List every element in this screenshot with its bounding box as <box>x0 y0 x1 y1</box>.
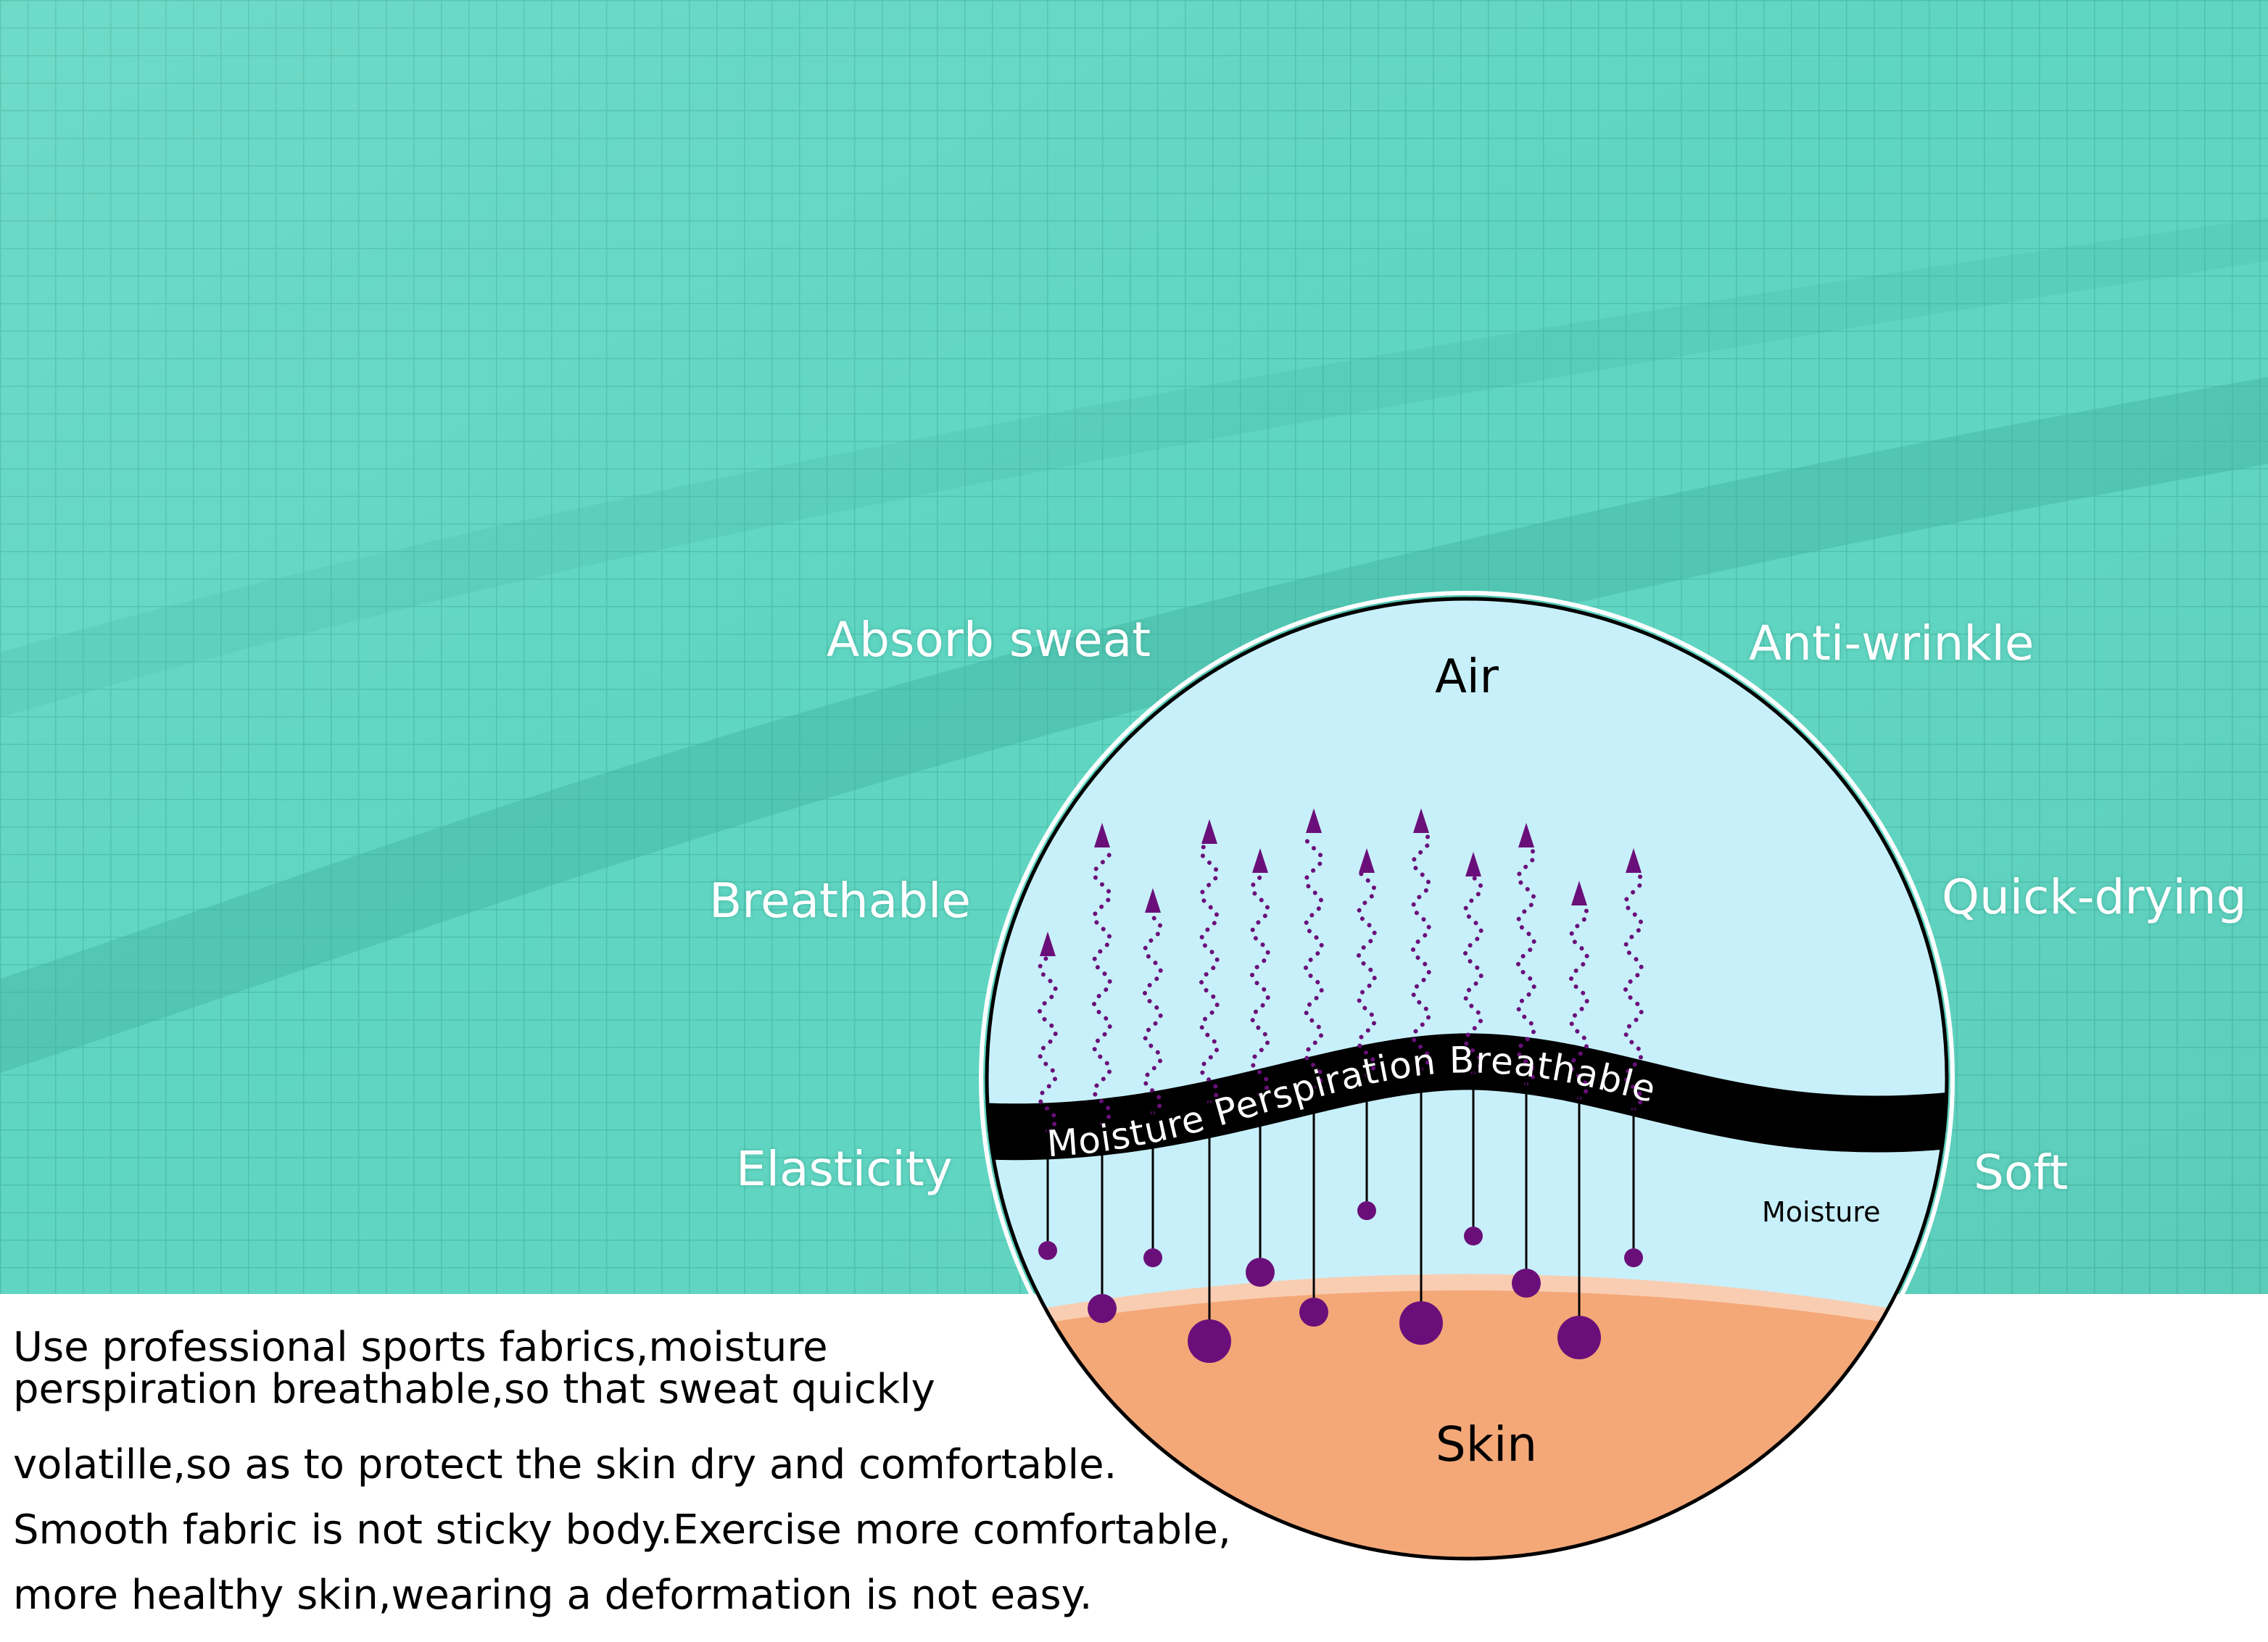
vapor-trail-8 <box>1410 832 1432 1071</box>
vapor-arrowhead-3 <box>1145 888 1161 913</box>
feature-elasticity: Elasticity <box>736 1141 953 1197</box>
vapor-trail-4 <box>1199 842 1220 1104</box>
vapor-trails <box>1037 808 1644 1133</box>
vapor-trail-9 <box>1462 875 1484 1075</box>
vapor-trail-6 <box>1303 832 1325 1090</box>
vapor-arrowhead-5 <box>1252 848 1268 873</box>
feature-absorb-sweat: Absorb sweat <box>827 612 1151 668</box>
vapor-trail-12 <box>1623 871 1644 1111</box>
fabric-band <box>987 1033 1947 1161</box>
moisture-molecule-6 <box>1299 1298 1328 1327</box>
moisture-molecule-2 <box>1088 1294 1117 1323</box>
description-text: Use professional sports fabrics,moisture… <box>13 1327 1289 1628</box>
skin-label: Skin <box>1436 1417 1537 1472</box>
vapor-trail-2 <box>1091 846 1113 1126</box>
description-line-5: more healthy skin,wearing a deformation … <box>13 1572 1093 1619</box>
description-line-3: volatille,so as to protect the skin dry … <box>13 1441 1117 1488</box>
moisture-molecule-3 <box>1143 1248 1162 1267</box>
description-line-4: Smooth fabric is not sticky body.Exercis… <box>13 1506 1231 1554</box>
moisture-molecule-10 <box>1512 1269 1541 1298</box>
moisture-arrows <box>1038 1048 1643 1363</box>
feature-anti-wrinkle: Anti-wrinkle <box>1749 615 2035 671</box>
feature-soft: Soft <box>1974 1145 2069 1201</box>
vapor-trail-5 <box>1249 871 1271 1097</box>
moisture-molecule-1 <box>1038 1241 1057 1260</box>
vapor-trail-3 <box>1142 911 1164 1115</box>
moisture-label: Moisture <box>1762 1196 1881 1228</box>
diagram-outer-ring <box>979 591 1955 1567</box>
diagram-outline <box>985 597 1949 1561</box>
feature-breathable: Breathable <box>709 873 972 929</box>
vapor-arrowhead-12 <box>1626 848 1642 873</box>
vapor-arrowhead-2 <box>1094 823 1110 847</box>
vapor-arrowhead-11 <box>1571 881 1587 905</box>
moisture-molecule-12 <box>1624 1248 1643 1267</box>
vapor-trail-1 <box>1037 955 1059 1133</box>
description-line-1: Use professional sports fabrics,moisture <box>13 1324 828 1371</box>
description-line-2: perspiration breathable,so that sweat qu… <box>13 1366 935 1413</box>
moisture-molecule-7 <box>1357 1201 1376 1220</box>
vapor-arrowhead-9 <box>1465 852 1481 876</box>
vapor-trail-11 <box>1568 904 1590 1100</box>
vapor-trail-10 <box>1515 846 1537 1086</box>
moisture-molecule-11 <box>1557 1316 1601 1359</box>
vapor-arrowhead-6 <box>1306 808 1322 833</box>
air-label: Air <box>1435 650 1499 704</box>
moisture-molecule-5 <box>1246 1258 1275 1287</box>
vapor-arrowhead-10 <box>1518 823 1534 847</box>
moisture-molecule-8 <box>1399 1301 1443 1345</box>
moisture-molecule-4 <box>1188 1319 1231 1363</box>
vapor-arrowhead-7 <box>1359 848 1375 873</box>
vapor-arrowhead-4 <box>1201 819 1217 844</box>
vapor-arrowhead-1 <box>1040 932 1056 956</box>
feature-quick-drying: Quick-drying <box>1942 869 2247 925</box>
moisture-molecule-9 <box>1464 1227 1483 1245</box>
vapor-arrowhead-8 <box>1413 808 1429 833</box>
moisture-wicking-diagram: Moisture Perspiration Breathable Air Ski… <box>979 591 1955 1567</box>
